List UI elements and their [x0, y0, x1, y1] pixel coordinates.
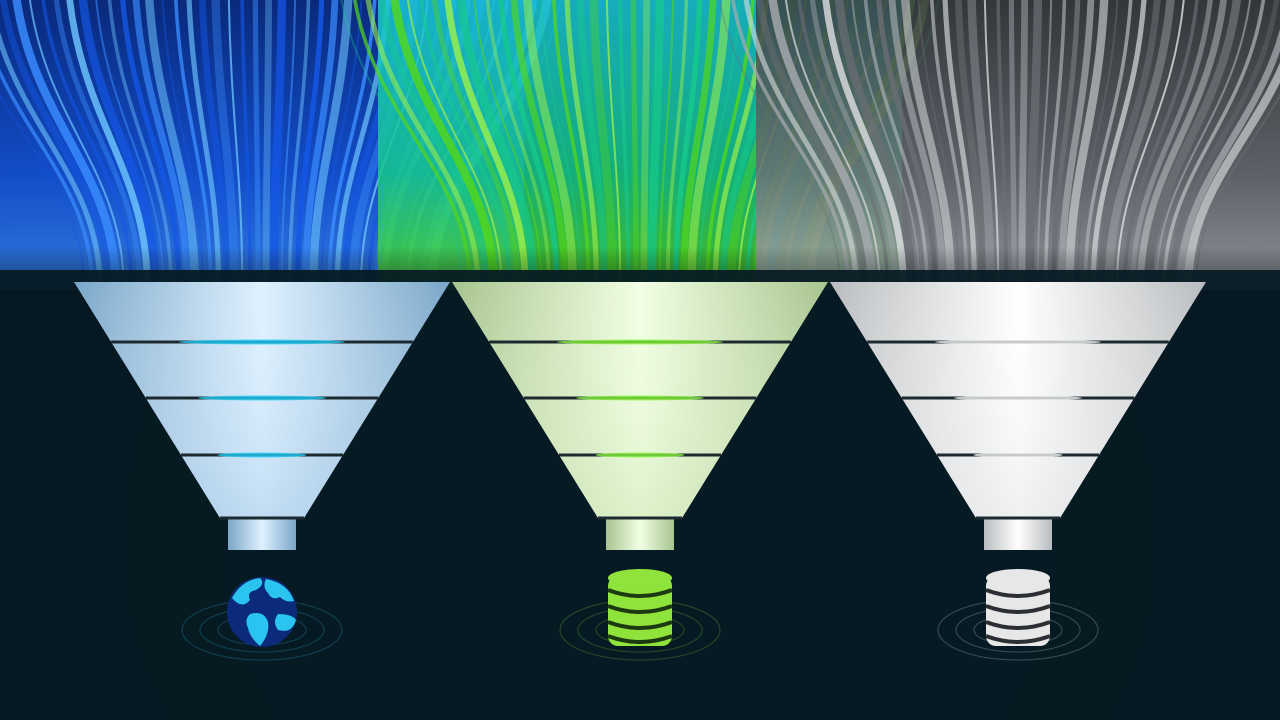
funnel-neck — [984, 518, 1052, 550]
database-icon — [607, 569, 673, 646]
globe-continent — [246, 613, 269, 646]
light-streams — [0, 0, 1280, 291]
funnel-band-glow — [935, 339, 1101, 345]
globe-continent — [275, 614, 296, 631]
funnels-group — [74, 282, 1206, 661]
globe-continent — [264, 579, 294, 602]
funnel-neck — [606, 518, 674, 550]
database-disk-line — [607, 634, 673, 644]
funnel-band-glow — [595, 452, 685, 458]
funnel-band-glow — [973, 452, 1063, 458]
database-disk-line — [985, 588, 1051, 598]
globe-icon-group — [181, 577, 343, 661]
database-disk-line — [607, 620, 673, 630]
funnel-band-glow — [576, 395, 704, 401]
database-top — [608, 569, 672, 587]
database-top — [986, 569, 1050, 587]
funnel-band-glow — [557, 339, 723, 345]
database-disk-line — [985, 604, 1051, 614]
funnel-band-glow — [179, 339, 345, 345]
stream-fade — [0, 0, 1280, 290]
database-disk-line — [985, 620, 1051, 630]
funnel-band-glow — [217, 452, 307, 458]
funnel-blue — [74, 282, 450, 550]
database-disk-line — [985, 634, 1051, 644]
funnel-band-glow — [954, 395, 1082, 401]
funnel-neck — [228, 518, 296, 550]
database-disk-line — [607, 588, 673, 598]
database-disk-line — [607, 604, 673, 614]
database-icon-group — [937, 569, 1099, 661]
globe-continent — [232, 578, 263, 605]
funnel-green — [452, 282, 828, 550]
funnel-band-glow — [198, 395, 326, 401]
globe-icon — [227, 577, 297, 647]
funnel-gray — [830, 282, 1206, 550]
database-icon — [985, 569, 1051, 646]
database-icon-group — [559, 569, 721, 661]
